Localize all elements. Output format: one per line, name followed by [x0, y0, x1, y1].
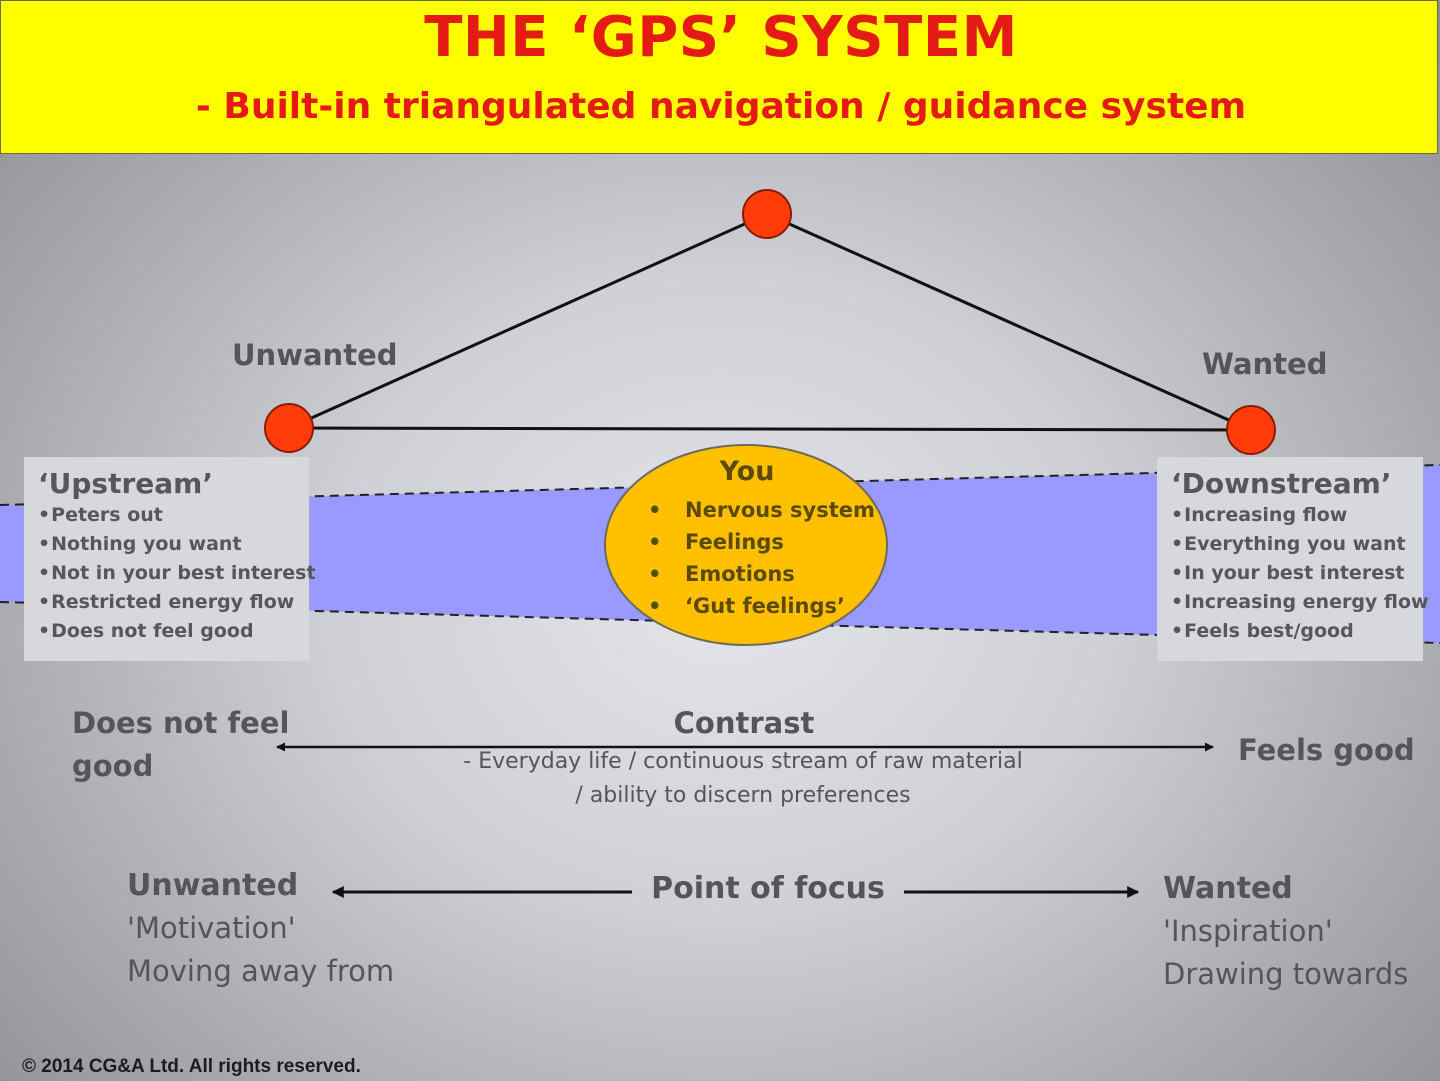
you-ellipse	[604, 444, 888, 646]
list-item: •Nervous system	[648, 498, 875, 522]
list-item: Feels best/good	[1171, 617, 1423, 646]
contrast-title: Contrast	[673, 706, 815, 740]
contrast-description-line2: / ability to discern preferences	[575, 783, 911, 808]
list-item: •‘Gut feelings’	[648, 594, 845, 618]
you-item-label: Feelings	[685, 530, 784, 554]
focus-right-line1: 'Inspiration'	[1163, 914, 1333, 948]
list-item: Increasing energy flow	[1171, 588, 1428, 617]
list-item: Peters out	[38, 501, 309, 530]
apex-node	[742, 189, 792, 239]
triangle-right-edge	[766, 212, 1252, 432]
you-title: You	[719, 456, 775, 487]
you-item-label: Nervous system	[685, 498, 875, 522]
page-subtitle: - Built-in triangulated navigation / gui…	[195, 86, 1247, 127]
list-item: Nothing you want	[38, 530, 309, 559]
title-banner: THE ‘GPS’ SYSTEM - Built-in triangulated…	[0, 0, 1438, 154]
triangle-left-edge	[288, 212, 768, 430]
you-item-label: Emotions	[685, 562, 795, 586]
contrast-left-line1: Does not feel	[72, 706, 290, 740]
focus-left-title: Unwanted	[127, 868, 299, 903]
you-list: •Nervous system •Feelings •Emotions •‘Gu…	[648, 494, 875, 622]
list-item: Does not feel good	[38, 617, 309, 646]
list-item: In your best interest	[1171, 559, 1423, 588]
contrast-right: Feels good	[1238, 733, 1415, 767]
list-item: Everything you want	[1171, 530, 1423, 559]
page-title: THE ‘GPS’ SYSTEM	[424, 5, 1018, 70]
upstream-list: Peters out Nothing you want Not in your …	[38, 501, 315, 646]
unwanted-node-label: Unwanted	[232, 338, 398, 372]
copyright-notice: © 2014 CG&A Ltd. All rights reserved.	[22, 1056, 361, 1077]
focus-right-line2: Drawing towards	[1163, 957, 1409, 991]
contrast-description-line1: - Everyday life / continuous stream of r…	[463, 749, 1023, 774]
downstream-title: ‘Downstream’	[1171, 467, 1392, 500]
upstream-box: ‘Upstream’ Peters out Nothing you want N…	[24, 457, 316, 661]
focus-left-line1: 'Motivation'	[127, 911, 296, 945]
downstream-box: ‘Downstream’ Increasing flow Everything …	[1157, 457, 1429, 661]
list-item: Restricted energy flow	[38, 588, 309, 617]
downstream-list: Increasing flow Everything you want In y…	[1171, 501, 1428, 646]
focus-right-title: Wanted	[1163, 871, 1293, 906]
upstream-title: ‘Upstream’	[38, 467, 213, 500]
list-item: •Feelings	[648, 530, 784, 554]
you-item-label: ‘Gut feelings’	[685, 594, 845, 618]
focus-center: Point of focus	[651, 871, 885, 906]
list-item: Increasing flow	[1171, 501, 1423, 530]
triangle-base	[288, 426, 1252, 432]
unwanted-node	[264, 403, 314, 453]
list-item: Not in your best interest	[38, 559, 315, 588]
wanted-node	[1226, 405, 1276, 455]
list-item: •Emotions	[648, 562, 795, 586]
focus-left-line2: Moving away from	[127, 954, 395, 988]
contrast-left-line2: good	[72, 749, 154, 783]
wanted-node-label: Wanted	[1202, 347, 1328, 381]
